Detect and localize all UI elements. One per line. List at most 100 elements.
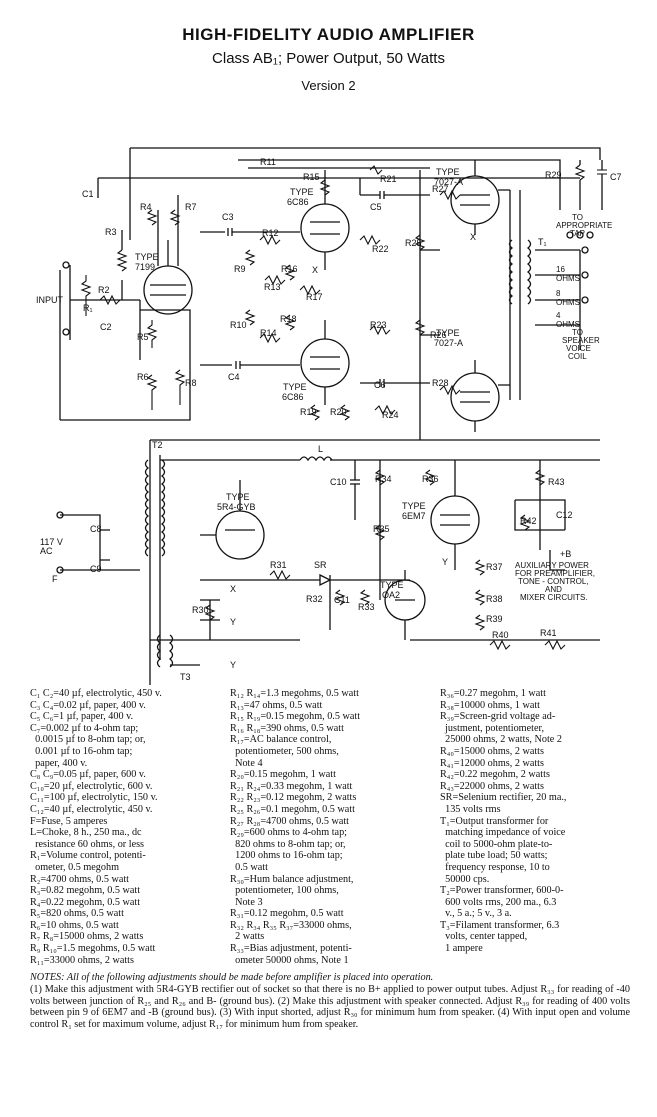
part-entry: coil to 5000-ohm plate-to- <box>440 838 553 850</box>
label-r2: R2 <box>98 285 110 295</box>
part-entry: C₁ C₂=40 µf, electrolytic, 450 v. <box>30 688 162 699</box>
label-r27: R27 <box>432 184 449 194</box>
part-entry: potentiometer, 500 ohms, <box>230 745 339 757</box>
part-entry: R₃₁=0.12 megohm, 0.5 watt <box>230 908 344 920</box>
label-c2: C2 <box>100 322 112 332</box>
part-entry: 135 volts rms <box>440 803 501 815</box>
part-entry: R₂₁ R₂₄=0.33 megohm, 1 watt <box>230 780 353 792</box>
label-sr: SR <box>314 560 327 570</box>
part-entry: 1 ampere <box>440 943 483 955</box>
adjustment-notes: NOTES: All of the following adjustments … <box>30 972 630 1031</box>
label-r3: R3 <box>105 227 117 237</box>
label-r7: R7 <box>185 202 197 212</box>
part-entry: R₂=4700 ohms, 0.5 watt <box>30 873 130 885</box>
label-speaker-3: VOICE <box>566 344 591 353</box>
label-c7: C7 <box>610 172 622 182</box>
label-r15: R15 <box>303 172 320 182</box>
part-entry: R₉ R₁₀=1.5 megohms, 0.5 watt <box>30 943 156 955</box>
part-entry: T₃=Filament transformer, 6.3 <box>440 919 560 931</box>
label-c6: C6 <box>374 380 386 390</box>
tube3-type: TYPE <box>283 382 307 392</box>
parts-list-column-3: R₃₆=0.27 megohm, 1 watt R₃₈=10000 ohms, … <box>440 688 645 955</box>
label-r1: R₁ <box>83 303 93 313</box>
label-r23: R23 <box>370 320 387 330</box>
part-entry: R₃₃=Bias adjustment, potenti- <box>230 943 352 955</box>
label-t3: T3 <box>180 672 191 682</box>
label-x-2: X <box>312 265 318 275</box>
notes-body: (1) Make this adjustment with 5R4-GYB re… <box>30 983 630 1031</box>
label-r37: R37 <box>486 562 503 572</box>
label-x-1: X <box>230 584 236 594</box>
label-r4: R4 <box>140 202 152 212</box>
tube5-type: TYPE <box>436 328 460 338</box>
part-entry: R₃₂ R₃₄ R₃₅ R₃₇=33000 ohms, <box>230 919 352 931</box>
label-c4: C4 <box>228 372 240 382</box>
part-entry: ometer 50000 ohms, Note 1 <box>230 954 349 966</box>
part-entry: T₁=Output transformer for <box>440 815 549 827</box>
part-entry: C₃ C₄=0.02 µf, paper, 400 v. <box>30 699 146 711</box>
label-t1: T₁ <box>538 237 547 247</box>
part-entry: Note 3 <box>230 896 263 908</box>
part-entry: R₄₃=22000 ohms, 2 watts <box>440 780 544 792</box>
part-entry: L=Choke, 8 h., 250 ma., dc <box>30 827 142 839</box>
part-entry: 25000 ohms, 2 watts, Note 2 <box>440 734 562 746</box>
tube6-name: 5R4-GYB <box>217 502 256 512</box>
part-entry: 0.5 watt <box>230 861 268 873</box>
part-entry: paper, 400 v. <box>30 757 88 769</box>
notes-lead: NOTES: All of the following adjustments … <box>30 972 434 983</box>
part-entry: R₃₈=10000 ohms, 1 watt <box>440 699 541 711</box>
tube7-type: TYPE <box>402 501 426 511</box>
label-y-2: Y <box>230 660 236 670</box>
part-entry: R₂₅ R₂₆=0.1 megohm, 0.5 watt <box>230 803 355 815</box>
part-entry: potentiometer, 100 ohms, <box>230 885 339 897</box>
part-entry: R₄₁=12000 ohms, 2 watts <box>440 757 544 769</box>
part-entry: v., 5 a.; 5 v., 3 a. <box>440 908 512 920</box>
part-entry: R₁₃=47 ohms, 0.5 watt <box>230 699 323 711</box>
label-l: L <box>318 444 323 454</box>
label-r26: R26 <box>430 330 447 340</box>
label-y-3: Y <box>442 557 448 567</box>
parts-list-column-1: C₁ C₂=40 µf, electrolytic, 450 v. C₃ C₄=… <box>30 688 225 966</box>
part-entry: R₃=0.82 megohm, 0.5 watt <box>30 885 141 897</box>
label-r10: R10 <box>230 320 247 330</box>
label-f: F <box>52 574 58 584</box>
label-c5: C5 <box>370 202 382 212</box>
part-entry: C₅ C₆=1 µf, paper, 400 v. <box>30 711 134 723</box>
label-c10: C10 <box>330 477 347 487</box>
label-r8: R8 <box>185 378 197 388</box>
label-y-1: Y <box>230 617 236 627</box>
label-r12: R12 <box>262 228 279 238</box>
part-entry: matching impedance of voice <box>440 827 566 839</box>
version-label: Version 2 <box>301 78 356 93</box>
label-speaker-2: SPEAKER <box>562 336 600 345</box>
part-entry: R₄₀=15000 ohms, 2 watts <box>440 745 544 757</box>
label-r14: R14 <box>260 328 277 338</box>
label-input: INPUT <box>36 295 64 305</box>
label-r35: R35 <box>373 524 390 534</box>
part-entry: 600 volts rms, 200 ma., 6.3 <box>440 896 557 908</box>
tube3-name: 6C86 <box>282 392 304 402</box>
part-entry: 0.0015 µf to 8-ohm tap; or, <box>30 734 146 746</box>
part-entry: R₇ R₈=15000 ohms, 2 watts <box>30 931 144 943</box>
label-aux-4: AND <box>545 585 562 594</box>
label-aux-5: MIXER CIRCUITS. <box>520 593 588 602</box>
label-c1: C1 <box>82 189 94 199</box>
label-to-tap-1: TO <box>572 213 583 222</box>
part-entry: R₁₁=33000 ohms, 2 watts <box>30 954 134 966</box>
part-entry: R₁₆ R₁₈=390 ohms, 0.5 watt <box>230 722 344 734</box>
tube6-type: TYPE <box>226 492 250 502</box>
label-aux-1: AUXILIARY POWER <box>515 561 589 570</box>
part-entry: R₁=Volume control, potenti- <box>30 850 146 862</box>
part-entry: volts, center tapped, <box>440 931 528 943</box>
part-entry: SR=Selenium rectifier, 20 ma., <box>440 792 567 804</box>
label-r33: R33 <box>358 602 375 612</box>
label-r38: R38 <box>486 594 503 604</box>
part-entry: C₈ C₉=0.05 µf, paper, 600 v. <box>30 769 146 781</box>
label-r43: R43 <box>548 477 565 487</box>
label-c9: C9 <box>90 564 102 574</box>
label-to-tap-2: APPROPRIATE <box>556 221 612 230</box>
part-entry: R₃₉=Screen-grid voltage ad- <box>440 711 556 723</box>
label-r9: R9 <box>234 264 246 274</box>
